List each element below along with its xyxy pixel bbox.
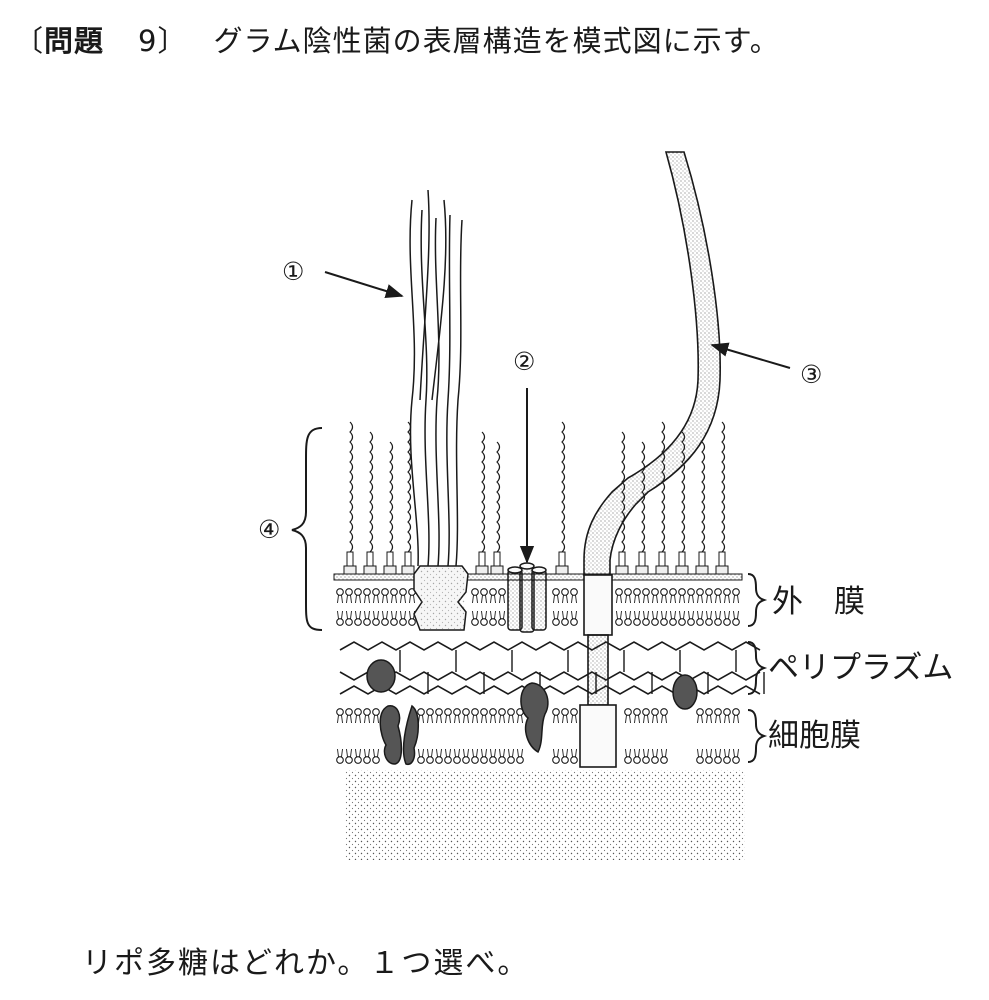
cell-membrane xyxy=(336,708,740,764)
flagellar-rod xyxy=(587,634,609,706)
periplasm-layer xyxy=(339,641,765,695)
question-stem: グラム陰性菌の表層構造を模式図に示す。 xyxy=(213,24,780,58)
membrane-proteins xyxy=(366,659,698,766)
lipopolysaccharide-layer xyxy=(343,421,729,575)
marker-3: ③ xyxy=(800,360,822,389)
label-cell-membrane: 細胞膜 xyxy=(768,718,861,754)
periplasmic-protein xyxy=(672,674,698,710)
question-text: リポ多糖はどれか。１つ選べ。 xyxy=(82,946,530,981)
question-number: 9 xyxy=(138,24,158,58)
label-periplasm: ペリプラズム xyxy=(768,650,953,686)
marker-1: ① xyxy=(282,257,304,286)
brace-cell-membrane xyxy=(747,709,768,763)
question-label: 問題 xyxy=(44,24,105,58)
close-bracket: 〕 xyxy=(157,24,188,58)
cytoplasm xyxy=(345,770,745,860)
label-outer-membrane: 外 膜 xyxy=(772,584,865,620)
open-bracket: 〔 xyxy=(14,24,45,58)
flagellum xyxy=(579,151,721,768)
porin xyxy=(507,562,547,633)
brace-periplasm xyxy=(747,641,768,695)
transmembrane-protein xyxy=(379,705,403,765)
periplasmic-protein xyxy=(366,659,396,693)
fimbriae-fibers xyxy=(409,189,463,567)
flagellar-l-ring xyxy=(583,574,613,636)
arrow-3 xyxy=(710,342,791,369)
question-header: 〔問題 9〕グラム陰性菌の表層構造を模式図に示す。 xyxy=(14,18,780,60)
flagellar-motor xyxy=(579,704,617,768)
marker-2: ② xyxy=(513,347,535,376)
transmembrane-protein xyxy=(402,704,419,766)
brace-outer-membrane xyxy=(747,573,768,627)
marker-4: ④ xyxy=(258,515,280,544)
arrow-1 xyxy=(324,271,404,299)
transmembrane-protein xyxy=(520,682,549,754)
brace-4 xyxy=(291,427,323,631)
